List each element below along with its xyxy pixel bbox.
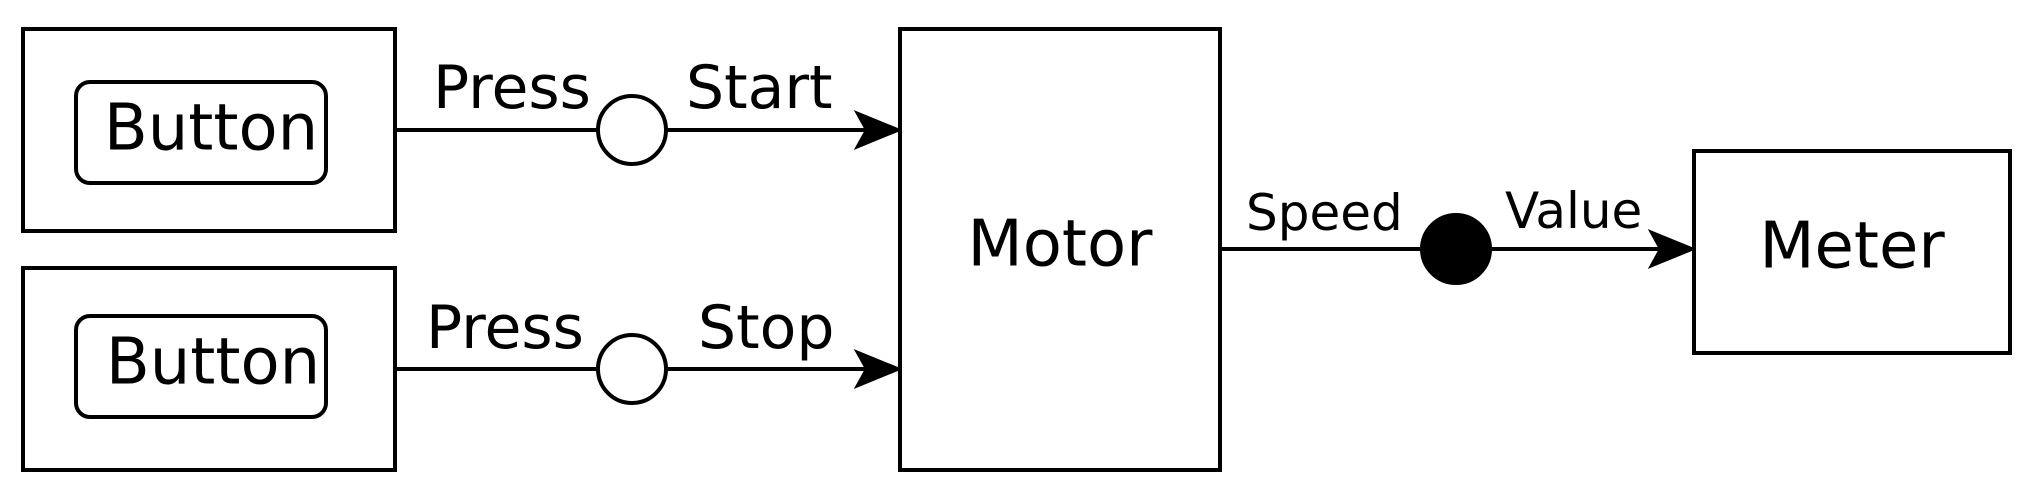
port-bottom[interactable] <box>596 333 668 405</box>
button-top[interactable] <box>74 80 328 185</box>
meter-label: Meter <box>1759 210 1945 284</box>
motor-frame <box>898 27 1222 472</box>
label-press-top: Press <box>433 53 591 123</box>
meter-frame <box>1692 149 2012 355</box>
button-block-bottom[interactable]: Button <box>21 266 397 472</box>
label-start: Start <box>686 53 833 123</box>
label-press-bottom: Press <box>426 293 584 363</box>
label-stop: Stop <box>698 293 834 363</box>
arrow-bottom <box>853 348 903 390</box>
arrow-top <box>853 109 903 151</box>
connection-top: Press Start <box>395 53 903 166</box>
label-speed: Speed <box>1246 184 1403 242</box>
button-bottom[interactable] <box>74 314 328 419</box>
meter-block[interactable]: Meter <box>1692 149 2012 355</box>
button-block-top[interactable]: Button <box>21 27 397 233</box>
motor-label: Motor <box>968 208 1154 282</box>
port-top[interactable] <box>596 94 668 166</box>
motor-block[interactable]: Motor <box>898 27 1222 472</box>
arrow-output <box>1647 228 1697 270</box>
button-bottom-label: Button <box>106 326 320 400</box>
connection-output: Speed Value <box>1220 182 1697 285</box>
connection-bottom: Press Stop <box>395 293 903 405</box>
label-value: Value <box>1505 182 1642 240</box>
button-top-label: Button <box>104 92 318 166</box>
port-output[interactable] <box>1420 213 1492 285</box>
